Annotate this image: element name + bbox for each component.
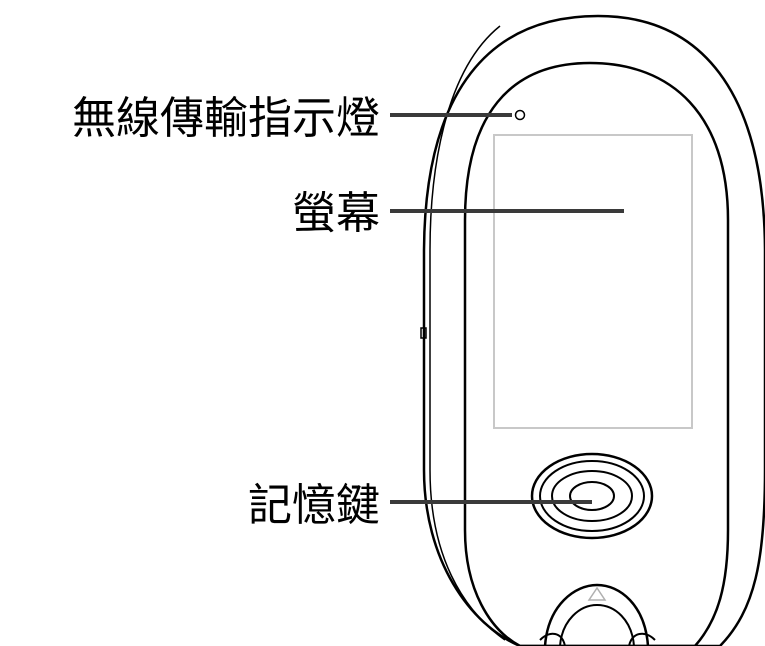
strip-port-lip-left <box>539 632 566 646</box>
device-face-panel <box>463 61 730 646</box>
label-screen: 螢幕 <box>292 188 380 239</box>
label-wireless-indicator: 無線傳輸指示燈 <box>72 93 380 144</box>
up-arrow-icon <box>587 586 607 601</box>
memory-button-center <box>569 481 615 511</box>
memory-button[interactable] <box>530 452 654 540</box>
wireless-indicator-light <box>514 109 526 121</box>
device-side-ridge <box>429 25 506 641</box>
memory-button-ring-3 <box>551 470 633 522</box>
screen-rect <box>493 134 693 429</box>
label-memory-button: 記憶鍵 <box>248 480 380 531</box>
strip-port-lip-right <box>628 632 656 646</box>
strip-port-inner <box>559 603 635 646</box>
strip-port <box>539 583 656 646</box>
memory-button-outer-ring <box>530 452 654 540</box>
strip-port-outer <box>543 583 650 646</box>
device-outer-shell <box>422 14 765 646</box>
memory-button-ring-2 <box>539 460 645 532</box>
